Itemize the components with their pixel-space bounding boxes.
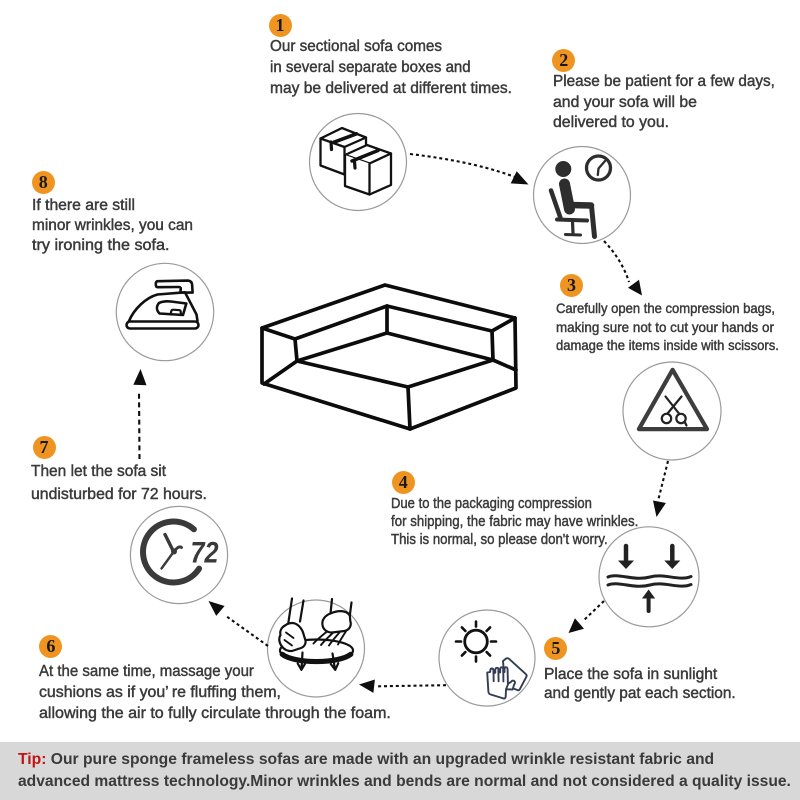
svg-text:72: 72	[191, 537, 219, 570]
